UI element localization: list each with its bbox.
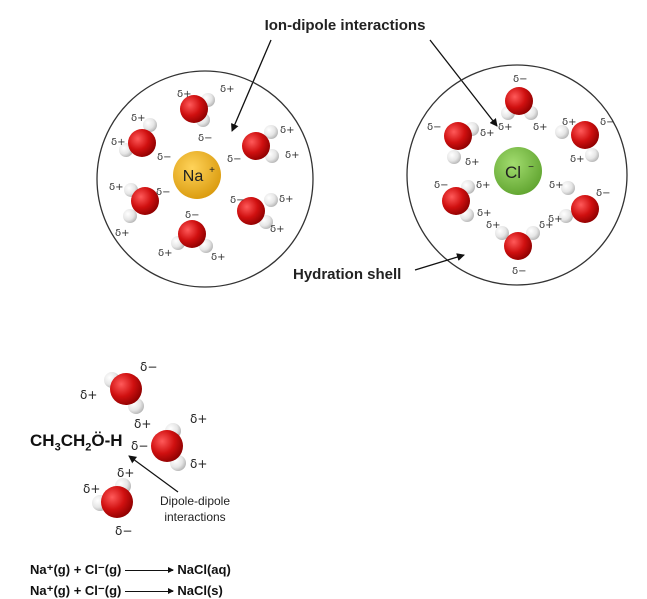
equation-aqueous: Na⁺(g) + Cl⁻(g) NaCl(aq) — [30, 562, 231, 578]
delta-plus-label: δ+ — [111, 137, 126, 148]
water-molecule — [123, 183, 159, 223]
equation-reactants: Na⁺(g) + Cl⁻(g) — [30, 583, 121, 598]
delta-plus-label: δ+ — [80, 388, 97, 402]
delta-plus-label: δ+ — [465, 157, 480, 168]
delta-plus-label: δ+ — [158, 248, 173, 259]
reaction-arrow — [125, 591, 173, 592]
delta-plus-label: δ+ — [498, 122, 513, 133]
delta-minus-label: δ− — [131, 439, 148, 453]
water-molecule — [104, 372, 144, 414]
equation-reactants: Na⁺(g) + Cl⁻(g) — [30, 562, 121, 577]
delta-plus-label: δ+ — [115, 228, 130, 239]
hydration-shell-label: Hydration shell — [293, 266, 401, 283]
chloride-ion-charge: − — [528, 162, 534, 173]
delta-plus-label: δ+ — [131, 113, 146, 124]
delta-minus-label: δ− — [198, 133, 213, 144]
delta-plus-label: δ+ — [480, 128, 495, 139]
delta-plus-label: δ+ — [190, 457, 207, 471]
delta-minus-label: δ− — [156, 187, 171, 198]
chloride-ion-label: Cl — [505, 163, 521, 182]
delta-plus-label: δ+ — [134, 417, 151, 431]
delta-minus-label: δ− — [115, 524, 132, 538]
dipole-dipole-label-line2: interactions — [164, 510, 225, 524]
delta-minus-label: δ− — [185, 210, 200, 221]
delta-plus-label: δ+ — [280, 125, 295, 136]
water-molecule — [559, 181, 599, 223]
delta-plus-label: δ+ — [477, 208, 492, 219]
sodium-ion-charge: + — [209, 165, 215, 176]
equation-product: NaCl(s) — [177, 583, 223, 598]
delta-plus-label: δ+ — [549, 180, 564, 191]
delta-plus-label: δ+ — [211, 252, 226, 263]
delta-plus-label: δ+ — [279, 194, 294, 205]
reaction-arrow — [125, 570, 173, 571]
delta-minus-label: δ− — [513, 74, 528, 85]
delta-minus-label: δ− — [230, 195, 245, 206]
water-molecule — [495, 226, 540, 260]
delta-plus-label: δ+ — [220, 84, 235, 95]
delta-plus-label: δ+ — [109, 182, 124, 193]
delta-minus-label: δ− — [227, 154, 242, 165]
ion-dipole-arrow-left — [232, 40, 271, 131]
delta-minus-label: δ− — [157, 152, 172, 163]
delta-plus-label: δ+ — [562, 117, 577, 128]
delta-minus-label: δ− — [427, 122, 442, 133]
ion-dipole-arrow-right — [430, 40, 497, 126]
delta-minus-label: δ− — [434, 180, 449, 191]
dipole-dipole-label: Dipole-dipole — [160, 494, 230, 508]
equation-product: NaCl(aq) — [177, 562, 230, 577]
sodium-ion-label: Na — [183, 168, 204, 185]
delta-minus-label: δ− — [140, 360, 157, 374]
delta-plus-label: δ+ — [177, 89, 192, 100]
water-molecule — [151, 423, 186, 471]
delta-plus-label: δ+ — [270, 224, 285, 235]
water-molecule — [501, 87, 538, 120]
delta-plus-label: δ+ — [539, 220, 554, 231]
delta-plus-label: δ+ — [570, 154, 585, 165]
delta-plus-label: δ+ — [83, 482, 100, 496]
delta-plus-label: δ+ — [117, 466, 134, 480]
delta-minus-label: δ− — [512, 266, 527, 277]
ethanol-formula: CH3CH2Ö-H — [30, 431, 123, 453]
delta-minus-label: δ− — [596, 188, 611, 199]
water-molecule — [171, 220, 213, 253]
ion-dipole-label: Ion-dipole interactions — [265, 17, 426, 34]
delta-plus-label: δ+ — [476, 180, 491, 191]
delta-plus-label: δ+ — [486, 220, 501, 231]
delta-minus-label: δ− — [600, 117, 615, 128]
delta-plus-label: δ+ — [190, 412, 207, 426]
equation-solid: Na⁺(g) + Cl⁻(g) NaCl(s) — [30, 583, 223, 599]
water-molecule — [242, 125, 279, 163]
delta-plus-label: δ+ — [533, 122, 548, 133]
hydration-shell-arrow — [415, 255, 464, 270]
delta-plus-label: δ+ — [285, 150, 300, 161]
